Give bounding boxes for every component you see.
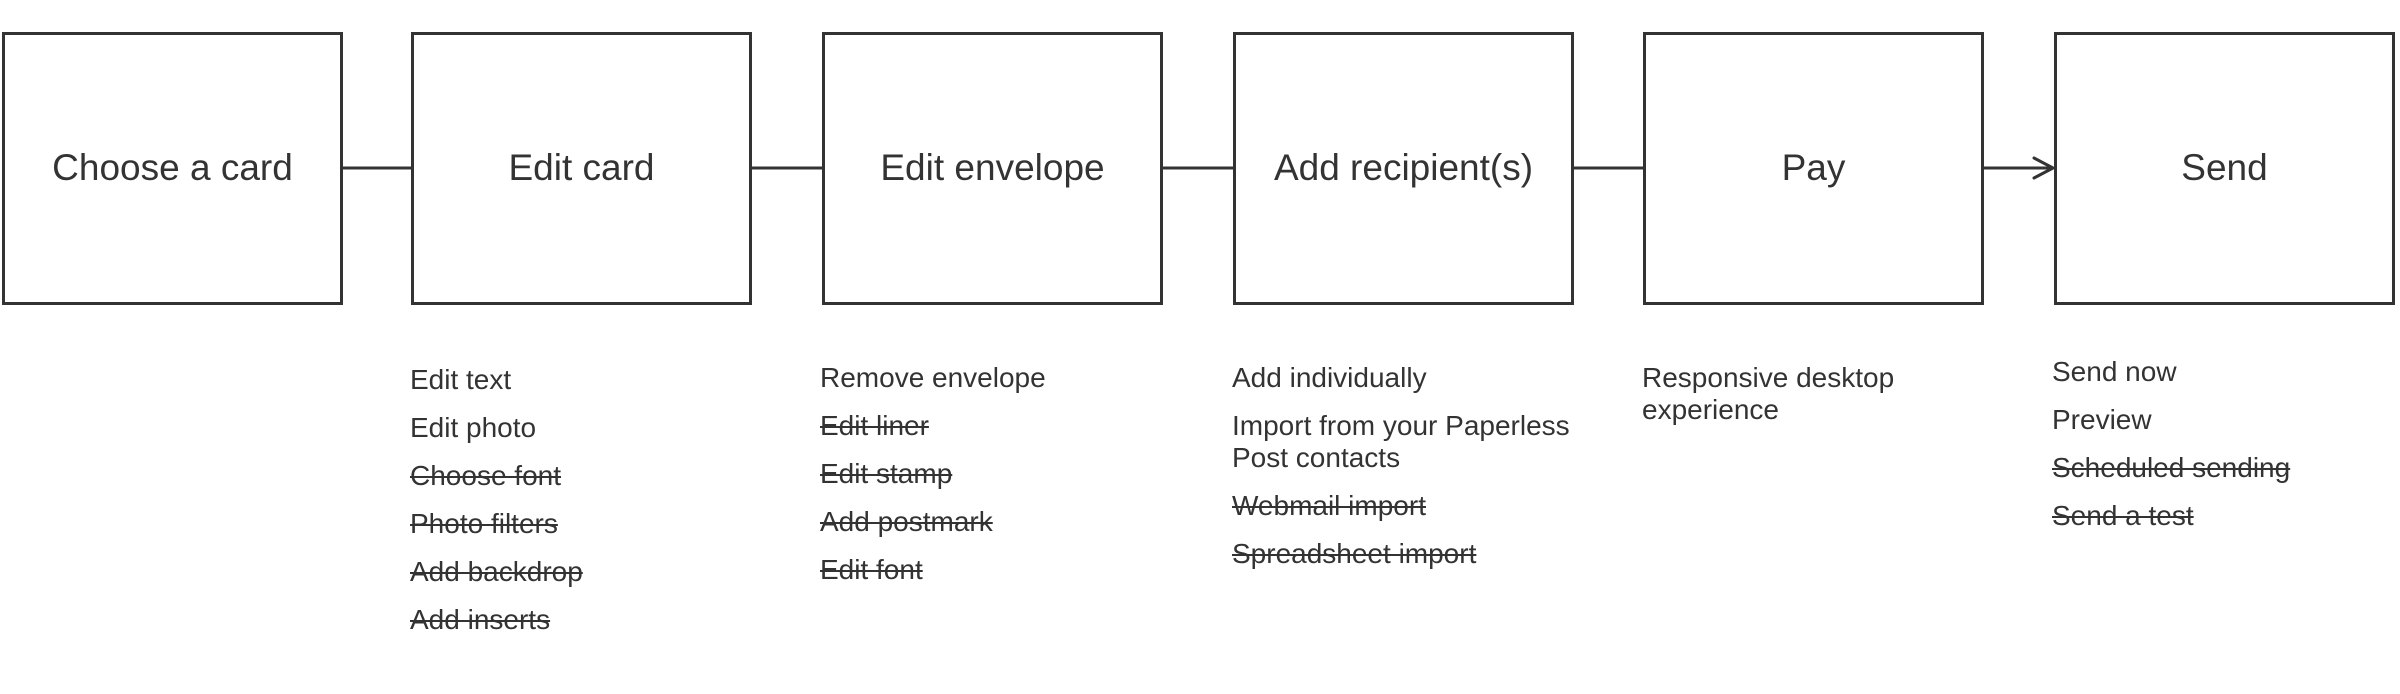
arrowhead-icon bbox=[2032, 156, 2055, 180]
step-title: Choose a card bbox=[52, 147, 293, 189]
step-title: Add recipient(s) bbox=[1273, 147, 1534, 189]
step-pay: Pay bbox=[1643, 32, 1984, 305]
step-edit-envelope: Edit envelope bbox=[822, 32, 1163, 305]
feature-item: Edit text bbox=[410, 364, 512, 395]
feature-item: Remove envelope bbox=[820, 362, 1046, 393]
struck-feature-item: Webmail import bbox=[1232, 490, 1426, 521]
struck-feature-item: Add inserts bbox=[410, 604, 551, 635]
feature-item: Responsive desktop experience bbox=[1642, 362, 1895, 425]
step-title: Edit envelope bbox=[880, 147, 1105, 189]
struck-feature-item: Edit liner bbox=[820, 410, 929, 441]
step-title: Pay bbox=[1781, 147, 1846, 189]
struck-feature-item: Edit font bbox=[820, 554, 923, 585]
struck-feature-item: Edit stamp bbox=[820, 458, 953, 489]
step-send: Send bbox=[2054, 32, 2395, 305]
step-title: Edit card bbox=[508, 147, 655, 189]
struck-feature-item: Photo filters bbox=[410, 508, 558, 539]
struck-feature-item: Choose font bbox=[410, 460, 561, 491]
step-title: Send bbox=[2181, 147, 2268, 189]
feature-item: Preview bbox=[2052, 404, 2152, 435]
feature-item: Add individually bbox=[1232, 362, 1427, 393]
feature-item: Edit photo bbox=[410, 412, 537, 443]
feature-item: Send now bbox=[2052, 356, 2177, 387]
feature-item: Import from your Paperless Post contacts bbox=[1232, 410, 1570, 473]
step-choose-a-card: Choose a card bbox=[2, 32, 343, 305]
struck-feature-item: Add backdrop bbox=[410, 556, 583, 587]
struck-feature-item: Spreadsheet import bbox=[1232, 538, 1477, 569]
struck-feature-item: Send a test bbox=[2052, 500, 2194, 531]
step-edit-card: Edit card bbox=[411, 32, 752, 305]
struck-feature-item: Scheduled sending bbox=[2052, 452, 2291, 483]
struck-feature-item: Add postmark bbox=[820, 506, 993, 537]
step-add-recipients: Add recipient(s) bbox=[1233, 32, 1574, 305]
feature-list-pay: Responsive desktop experience bbox=[1642, 362, 1972, 442]
